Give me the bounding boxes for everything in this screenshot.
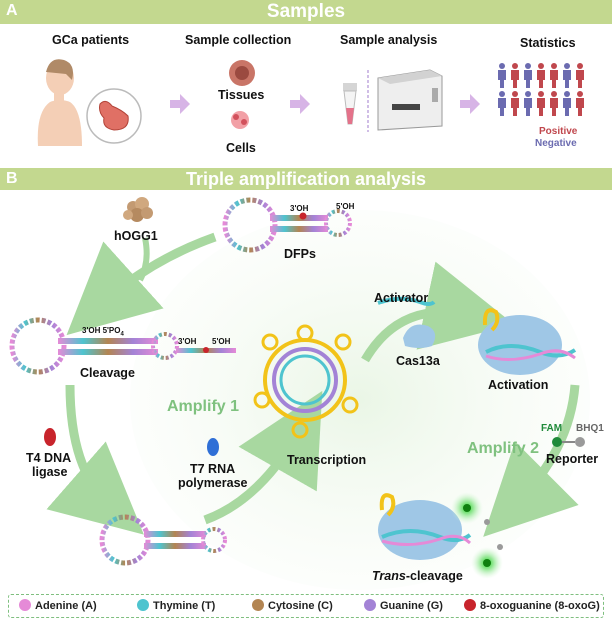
person-icon	[498, 63, 506, 88]
section-a-header: A Samples	[0, 0, 612, 24]
flow-arrow-hogg1	[137, 237, 150, 282]
section-b-title: Triple amplification analysis	[185, 169, 427, 189]
fluorescence-signal-icon	[451, 492, 503, 579]
trans-cleavage-complex-icon	[378, 493, 472, 560]
cleaved-hairpin-icon	[9, 317, 179, 375]
step-collection-label: Sample collection	[185, 33, 292, 47]
fragment-3oh-label: 3'OH	[178, 337, 197, 346]
flow-arrow-activation-to-trans-cleavage	[483, 384, 580, 537]
step-statistics-label: Statistics	[520, 36, 576, 50]
person-icon	[524, 63, 532, 88]
t7-polymerase-label-line2: polymerase	[178, 476, 248, 490]
legend-item-adenine: Adenine (A)	[19, 599, 97, 612]
legend-item-cytosine: Cytosine (C)	[252, 599, 333, 612]
bhq1-label: BHQ1	[576, 423, 604, 434]
step-analysis-label: Sample analysis	[340, 33, 438, 47]
person-icon	[563, 63, 571, 88]
analyzer-instrument-icon	[377, 69, 443, 131]
t4-ligase-icon	[44, 428, 56, 446]
activator-label: Activator	[374, 291, 429, 305]
amplify-2-label: Amplify 2	[467, 440, 540, 457]
oxoguanine-dot-icon	[464, 599, 476, 611]
amplify-1-label: Amplify 1	[167, 398, 240, 415]
hogg1-label: hOGG1	[114, 229, 158, 243]
step-patients-label: GCa patients	[52, 33, 130, 47]
patient-illustration	[37, 59, 82, 146]
cells-label: Cells	[226, 141, 256, 155]
flow-arrow-cleavage-to-ligation	[46, 384, 144, 535]
person-icon	[498, 91, 506, 116]
cleavage-end-label: 3'OH 5'PO4	[82, 326, 124, 338]
person-icon	[524, 91, 532, 116]
cytosine-dot-icon	[252, 599, 264, 611]
fragment-5oh-label: 5'OH	[212, 337, 231, 346]
legend-item-8-oxoguanine: 8-oxoguanine (8-oxoG)	[464, 599, 600, 612]
flow-arrow-transcription-to-activation	[361, 261, 515, 363]
cleavage-label: Cleavage	[80, 366, 135, 380]
activated-cas13a-complex-icon	[478, 308, 577, 375]
process-arrow-3	[460, 94, 480, 114]
dfp-hairpin-icon	[222, 197, 352, 253]
person-icon	[537, 91, 545, 116]
legend-item-guanine: Guanine (G)	[364, 599, 443, 612]
thymine-dot-icon	[137, 599, 149, 611]
dfps-label: DFPs	[284, 247, 316, 261]
flow-arrow-ligation-to-transcription	[203, 390, 323, 525]
negative-label: Negative	[535, 138, 577, 149]
hogg1-enzyme-icon	[123, 197, 153, 222]
cells-icon	[231, 111, 249, 129]
person-icon	[576, 63, 584, 88]
person-icon	[511, 63, 519, 88]
transcription-rca-icon	[253, 324, 359, 439]
activation-label: Activation	[488, 378, 549, 392]
trans-cleavage-label: Trans-cleavage	[372, 569, 463, 583]
positive-label: Positive	[539, 126, 578, 137]
cas13a-label: Cas13a	[396, 354, 440, 368]
section-b-letter: B	[6, 170, 18, 187]
stomach-icon	[86, 88, 142, 144]
reporter-probe-icon	[552, 437, 585, 447]
flow-arrow-dfp-to-cleavage	[66, 232, 217, 336]
sample-tube-icon	[343, 83, 357, 125]
activator-rna-icon	[377, 296, 436, 306]
statistics-people-icons	[498, 63, 584, 116]
transcription-label: Transcription	[287, 453, 367, 467]
person-icon	[550, 63, 558, 88]
section-a-title: Samples	[266, 1, 346, 22]
ligated-hairpin-icon	[99, 514, 227, 566]
person-icon	[511, 91, 519, 116]
reporter-label: Reporter	[546, 452, 599, 466]
dfp-5oh-label: 5'OH	[336, 202, 355, 211]
dfp-3oh-label: 3'OH	[290, 204, 309, 213]
fam-label: FAM	[541, 423, 563, 434]
t4-ligase-label-line1: T4 DNA	[26, 451, 72, 465]
released-fragment-icon	[176, 347, 236, 353]
person-icon	[550, 91, 558, 116]
person-icon	[537, 63, 545, 88]
cas13a-icon	[403, 324, 436, 348]
t7-polymerase-label-line1: T7 RNA	[190, 462, 236, 476]
tissue-icon	[229, 60, 255, 86]
guanine-dot-icon	[364, 599, 376, 611]
process-arrow-2	[290, 94, 310, 114]
t7-polymerase-icon	[207, 438, 219, 456]
section-a-letter: A	[6, 2, 18, 19]
section-b-header: B Triple amplification analysis	[0, 168, 612, 190]
person-icon	[576, 91, 584, 116]
adenine-dot-icon	[19, 599, 31, 611]
legend-item-thymine: Thymine (T)	[137, 599, 215, 612]
t4-ligase-label-line2: ligase	[32, 465, 68, 479]
base-legend: Adenine (A) Thymine (T) Cytosine (C) Gua…	[8, 594, 604, 618]
process-arrow-1	[170, 94, 190, 114]
person-icon	[563, 91, 571, 116]
tissues-label: Tissues	[218, 88, 265, 102]
